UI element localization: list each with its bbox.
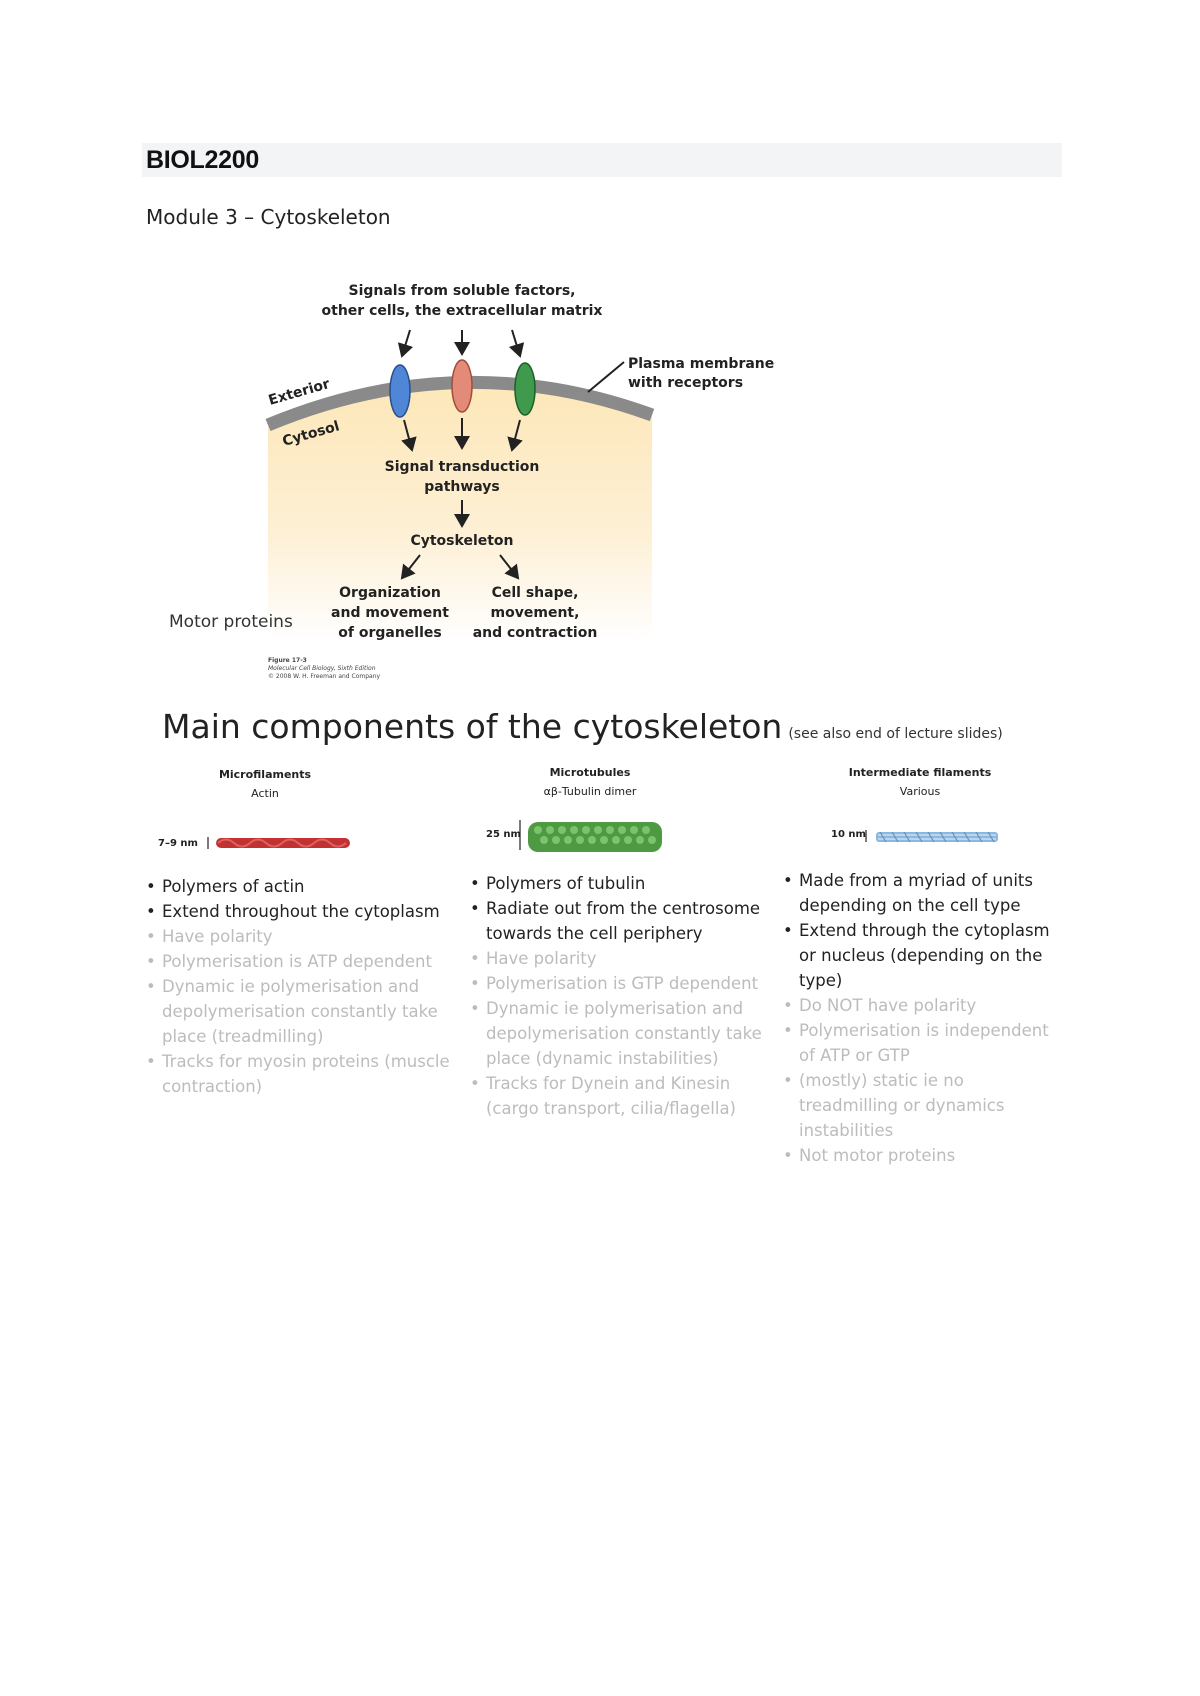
size-label-intermediate: 10 nm (831, 829, 866, 840)
column-microfilaments-header: Microfilaments Actin (200, 768, 330, 800)
list-item: Have polarity (146, 924, 461, 949)
signaling-diagram: Signals from soluble factors, other cell… (169, 283, 774, 680)
bullet-list-microtubules: Polymers of tubulin Radiate out from the… (470, 871, 775, 1121)
course-code-bar: BIOL2200 (142, 143, 1062, 177)
list-item: Not motor proteins (783, 1143, 1061, 1168)
course-code: BIOL2200 (146, 146, 259, 174)
list-item: Polymerisation is GTP dependent (470, 971, 775, 996)
signals-label-line1: Signals from soluble factors, (348, 283, 575, 299)
list-item: Tracks for myosin proteins (muscle contr… (146, 1049, 461, 1099)
cytoskeleton-label: Cytoskeleton (410, 533, 513, 549)
transduction-line1: Signal transduction (385, 459, 540, 475)
transduction-line2: pathways (424, 479, 500, 495)
bullet-list-intermediate: Made from a myriad of units depending on… (783, 868, 1061, 1168)
column-subheading: Actin (251, 787, 279, 800)
arrow-signal-1 (397, 329, 414, 358)
list-item: Extend through the cytoplasm or nucleus … (783, 918, 1061, 993)
size-label-microtubules: 25 nm (486, 829, 521, 840)
list-item: Polymerisation is ATP dependent (146, 949, 461, 974)
figure-credit-line2: Molecular Cell Biology, Sixth Edition (268, 665, 376, 672)
microtubule-image (528, 822, 662, 852)
bullet-list-microfilaments: Polymers of actin Extend throughout the … (146, 874, 461, 1099)
receptor-green (514, 362, 536, 416)
column-heading: Microtubules (549, 766, 631, 779)
motor-proteins-label: Motor proteins (169, 612, 293, 632)
components-title-text: Main components of the cytoskeleton (162, 707, 783, 746)
list-item: Radiate out from the centrosome towards … (470, 896, 775, 946)
figure-credit-line1: Figure 17-3 (268, 657, 307, 664)
module-title: Module 3 – Cytoskeleton (146, 205, 391, 229)
list-item: Tracks for Dynein and Kinesin (cargo tra… (470, 1071, 775, 1121)
organization-line2: and movement (331, 605, 449, 621)
column-microtubules-header: Microtubules αβ-Tubulin dimer (520, 766, 660, 798)
receptor-blue (389, 364, 411, 418)
components-title-note: (see also end of lecture slides) (788, 726, 1003, 742)
membrane-pointer-line (587, 361, 625, 393)
list-item: Polymers of actin (146, 874, 461, 899)
list-item: Dynamic ie polymerisation and depolymeri… (470, 996, 775, 1071)
column-subheading: Various (899, 785, 941, 798)
list-item: Polymers of tubulin (470, 871, 775, 896)
arrow-to-organization (400, 554, 421, 580)
list-item: (mostly) static ie no treadmilling or dy… (783, 1068, 1061, 1143)
organization-line1: Organization (339, 585, 441, 601)
arrow-transduction-3 (507, 419, 523, 452)
arrow-signal-3 (508, 329, 525, 358)
signals-label-line2: other cells, the extracellular matrix (322, 303, 603, 319)
list-item: Made from a myriad of units depending on… (783, 868, 1061, 918)
organization-line3: of organelles (338, 625, 441, 641)
cytosol-region (268, 382, 652, 640)
size-label-microfilaments: 7–9 nm (158, 838, 198, 849)
figure-credit-line3: © 2008 W. H. Freeman and Company (268, 673, 381, 680)
arrow-to-cellshape (499, 554, 520, 580)
cellshape-line1: Cell shape, (492, 585, 579, 601)
list-item: Have polarity (470, 946, 775, 971)
membrane-label-line1: Plasma membrane (628, 356, 774, 372)
column-heading: Microfilaments (218, 768, 312, 781)
arrow-transduction-1 (401, 419, 417, 452)
intermediate-filament-image (876, 831, 998, 843)
receptor-orange (451, 359, 473, 413)
column-subheading: αβ-Tubulin dimer (543, 785, 637, 798)
list-item: Polymerisation is independent of ATP or … (783, 1018, 1061, 1068)
column-intermediate-header: Intermediate filaments Various (840, 766, 1000, 798)
list-item: Do NOT have polarity (783, 993, 1061, 1018)
components-title: Main components of the cytoskeleton (see … (162, 707, 1003, 746)
column-heading: Intermediate filaments (848, 766, 992, 779)
actin-filament-image (216, 838, 350, 848)
membrane-label-line2: with receptors (628, 375, 743, 391)
filament-illustrations (207, 820, 998, 852)
list-item: Extend throughout the cytoplasm (146, 899, 461, 924)
list-item: Dynamic ie polymerisation and depolymeri… (146, 974, 461, 1049)
cellshape-line3: and contraction (473, 625, 598, 641)
cellshape-line2: movement, (491, 605, 580, 621)
